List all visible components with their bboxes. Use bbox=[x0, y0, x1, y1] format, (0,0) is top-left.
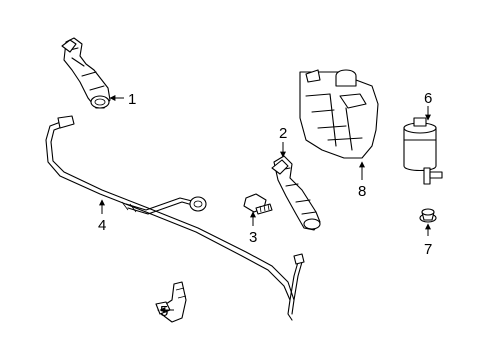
headlamp-washer-nozzle-right bbox=[271, 155, 321, 231]
callout-5: 5 bbox=[160, 303, 168, 320]
callout-6: 6 bbox=[424, 90, 432, 107]
callout-2: 2 bbox=[279, 125, 287, 142]
washer-reservoir bbox=[299, 69, 379, 159]
callout-3: 3 bbox=[249, 229, 257, 246]
callout-4: 4 bbox=[98, 217, 106, 234]
washer-pump bbox=[403, 117, 443, 185]
bolt bbox=[243, 193, 273, 215]
callout-8: 8 bbox=[358, 183, 366, 200]
washer-hose bbox=[45, 115, 305, 321]
grommet bbox=[419, 208, 437, 223]
headlamp-washer-nozzle-left bbox=[61, 37, 111, 109]
callout-7: 7 bbox=[424, 241, 432, 258]
leader-arrows bbox=[99, 95, 431, 313]
callout-1: 1 bbox=[128, 91, 136, 108]
